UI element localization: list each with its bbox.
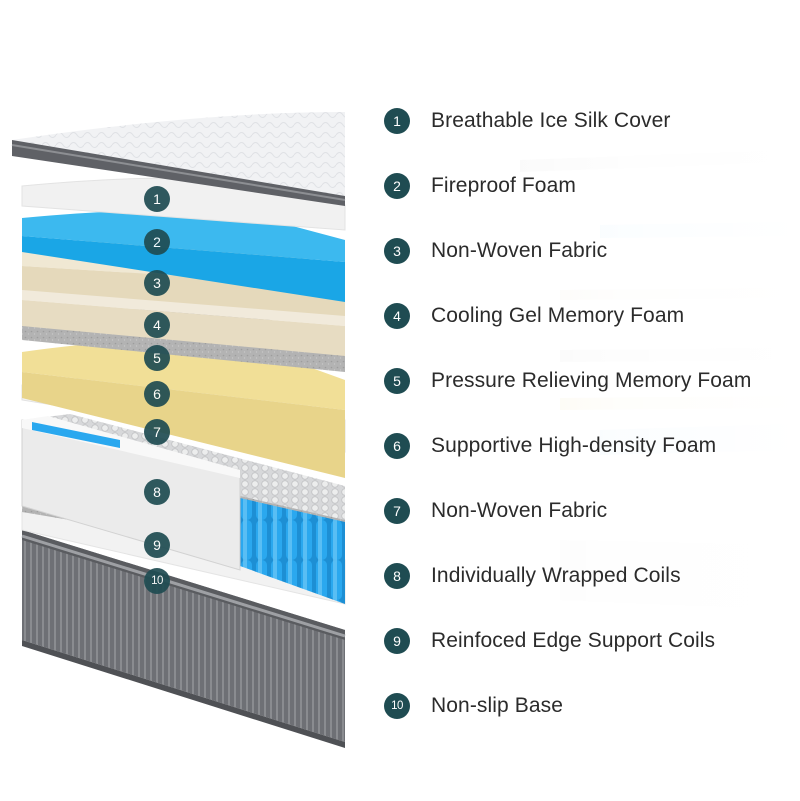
badge-number: 8 bbox=[384, 563, 410, 589]
illustration-marker: 8 bbox=[144, 479, 170, 505]
legend-label: Non-Woven Fabric bbox=[431, 499, 608, 522]
legend-label: Cooling Gel Memory Foam bbox=[431, 304, 685, 327]
legend-item: 6 Supportive High-density Foam bbox=[384, 429, 716, 463]
illustration-marker: 2 bbox=[144, 229, 170, 255]
badge-number: 10 bbox=[384, 693, 410, 719]
legend-item: 7 Non-Woven Fabric bbox=[384, 494, 607, 528]
badge-number: 6 bbox=[384, 433, 410, 459]
illustration-marker: 3 bbox=[144, 270, 170, 296]
legend-item: 3 Non-Woven Fabric bbox=[384, 234, 607, 268]
illustration-marker: 5 bbox=[144, 345, 170, 371]
badge-number: 1 bbox=[384, 108, 410, 134]
legend-label: Fireproof Foam bbox=[431, 174, 576, 197]
legend-label: Breathable Ice Silk Cover bbox=[431, 109, 671, 132]
legend-item: 5 Pressure Relieving Memory Foam bbox=[384, 364, 751, 398]
legend-label: Non-slip Base bbox=[431, 694, 564, 717]
badge-number: 9 bbox=[384, 628, 410, 654]
illustration-marker: 7 bbox=[144, 419, 170, 445]
legend-item: 9 Reinfoced Edge Support Coils bbox=[384, 624, 715, 658]
legend-item: 1 Breathable Ice Silk Cover bbox=[384, 104, 670, 138]
legend-item: 4 Cooling Gel Memory Foam bbox=[384, 299, 684, 333]
legend-label: Reinfoced Edge Support Coils bbox=[431, 629, 716, 652]
badge-number: 4 bbox=[384, 303, 410, 329]
legend-item: 2 Fireproof Foam bbox=[384, 169, 576, 203]
legend-label: Pressure Relieving Memory Foam bbox=[431, 369, 752, 392]
layer-10-base bbox=[21, 530, 346, 748]
illustration-marker: 4 bbox=[144, 312, 170, 338]
illustration-marker: 1 bbox=[144, 186, 170, 212]
legend-label: Individually Wrapped Coils bbox=[431, 564, 681, 587]
legend-label: Non-Woven Fabric bbox=[431, 239, 608, 262]
layer-coils bbox=[21, 414, 345, 604]
legend-item: 10 Non-slip Base bbox=[384, 689, 563, 723]
legend-item: 8 Individually Wrapped Coils bbox=[384, 559, 681, 593]
legend-label: Supportive High-density Foam bbox=[431, 434, 717, 457]
top-cover bbox=[11, 112, 346, 206]
badge-number: 7 bbox=[384, 498, 410, 524]
illustration-marker: 9 bbox=[144, 532, 170, 558]
badge-number: 3 bbox=[384, 238, 410, 264]
illustration-marker: 6 bbox=[144, 381, 170, 407]
badge-number: 5 bbox=[384, 368, 410, 394]
badge-number: 2 bbox=[384, 173, 410, 199]
illustration-marker: 10 bbox=[144, 568, 170, 594]
